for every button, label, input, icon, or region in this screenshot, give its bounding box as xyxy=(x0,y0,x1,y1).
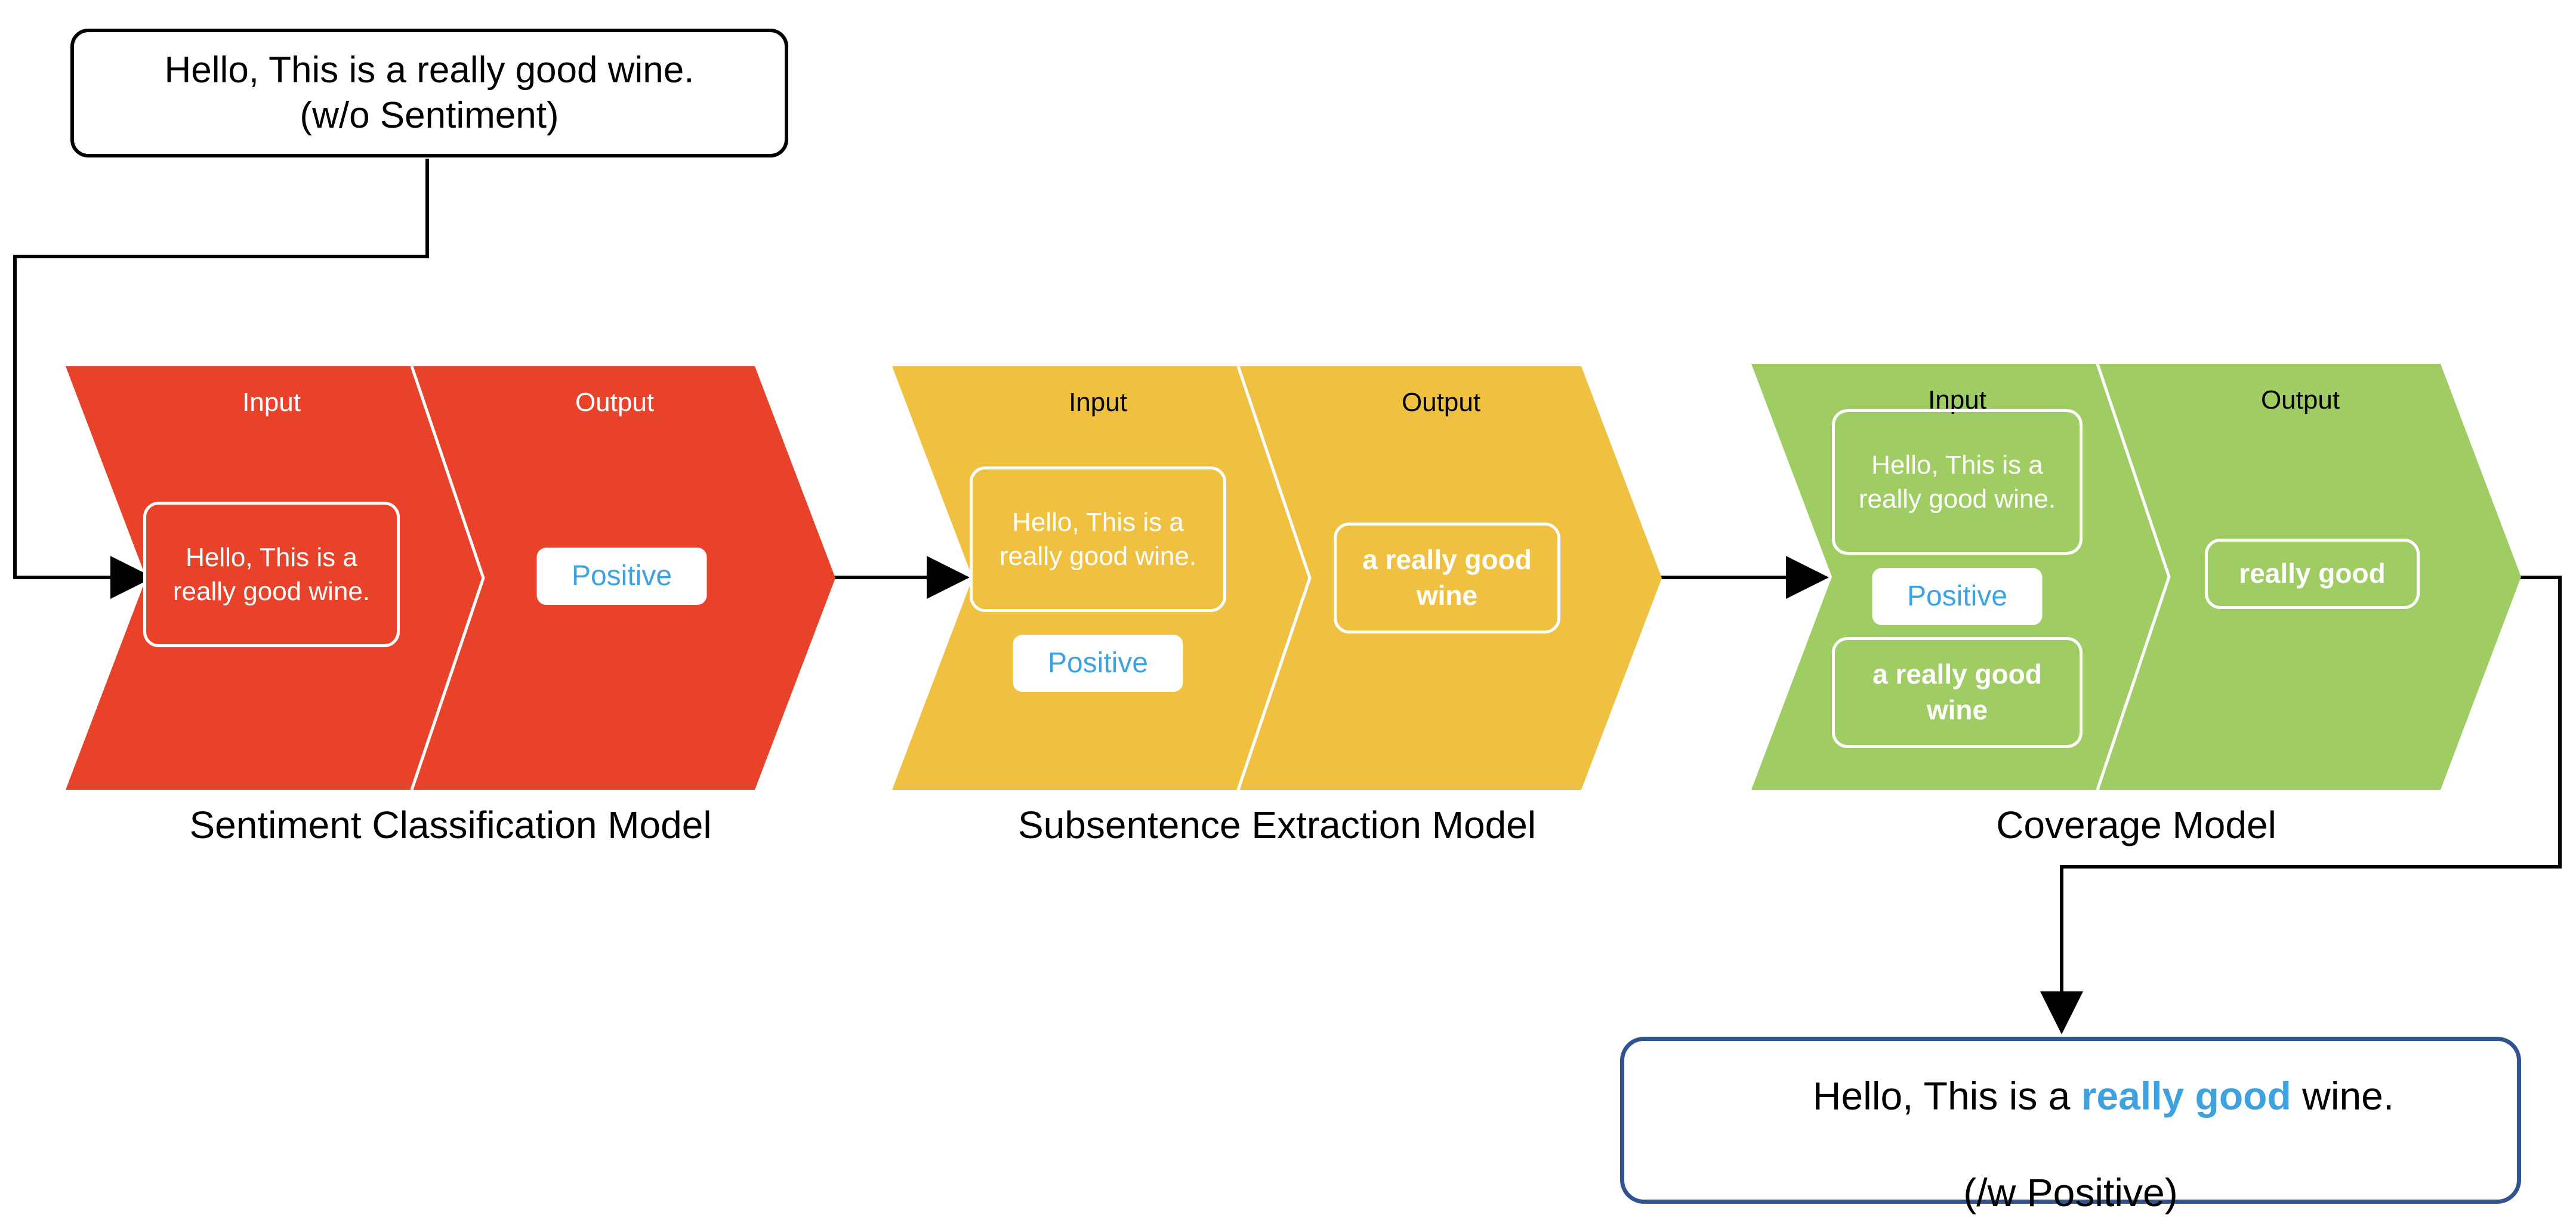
input-sentence-line-2: (w/o Sentiment) xyxy=(300,95,559,136)
stage1-output-label: Output xyxy=(575,388,655,417)
stage2-input-item-sentence: Hello, This is a really good wine. xyxy=(970,466,1226,612)
stage1-output-item-positive: Positive xyxy=(536,548,707,605)
stage2-input-item-positive: Positive xyxy=(1013,635,1183,692)
output-sentence-box: Hello, This is a really good wine. (/w P… xyxy=(1620,1037,2521,1214)
input-sentence-box: Hello, This is a really good wine. (w/o … xyxy=(70,29,788,157)
stage2-input-label: Input xyxy=(1069,388,1127,417)
chevron-shape-sentiment-classification xyxy=(66,366,835,790)
input-sentence-line-1: Hello, This is a really good wine. xyxy=(164,50,695,91)
stage-coverage[interactable]: Input Output Hello, This is a really goo… xyxy=(1751,364,2521,846)
output-sentence-line-2: (/w Positive) xyxy=(1963,1170,2178,1214)
stage2-model-caption: Subsentence Extraction Model xyxy=(1017,803,1537,846)
stage3-input-item-sentence: Hello, This is a really good wine. xyxy=(1832,409,2083,555)
stage1-input-item-sentence: Hello, This is a really good wine. xyxy=(143,502,400,647)
stage3-output-item-phrase: really good xyxy=(2205,539,2420,609)
output-sentence-prefix: Hello, This is a xyxy=(1812,1074,2081,1118)
stage-subsentence-extraction[interactable]: Input Output Hello, This is a really goo… xyxy=(892,366,1662,846)
stage2-output-label: Output xyxy=(1401,388,1481,417)
output-sentence-highlight: really good xyxy=(2081,1074,2291,1118)
stage3-output-label: Output xyxy=(2260,385,2340,415)
stage1-input-label: Input xyxy=(242,388,301,417)
chevron-shape-coverage xyxy=(1751,364,2521,790)
stage2-output-item-subsentence: a really good wine xyxy=(1334,523,1560,633)
stage3-input-item-subsentence: a really good wine xyxy=(1832,637,2083,748)
stage1-model-caption: Sentiment Classification Model xyxy=(189,803,712,846)
output-sentence-suffix: wine. xyxy=(2291,1074,2395,1118)
stage3-input-item-positive: Positive xyxy=(1872,568,2043,625)
stage3-model-caption: Coverage Model xyxy=(1996,803,2276,846)
output-sentence-line-1: Hello, This is a really good wine. xyxy=(1747,1024,2394,1169)
stage-sentiment-classification[interactable]: Input Output Hello, This is a really goo… xyxy=(66,366,835,846)
